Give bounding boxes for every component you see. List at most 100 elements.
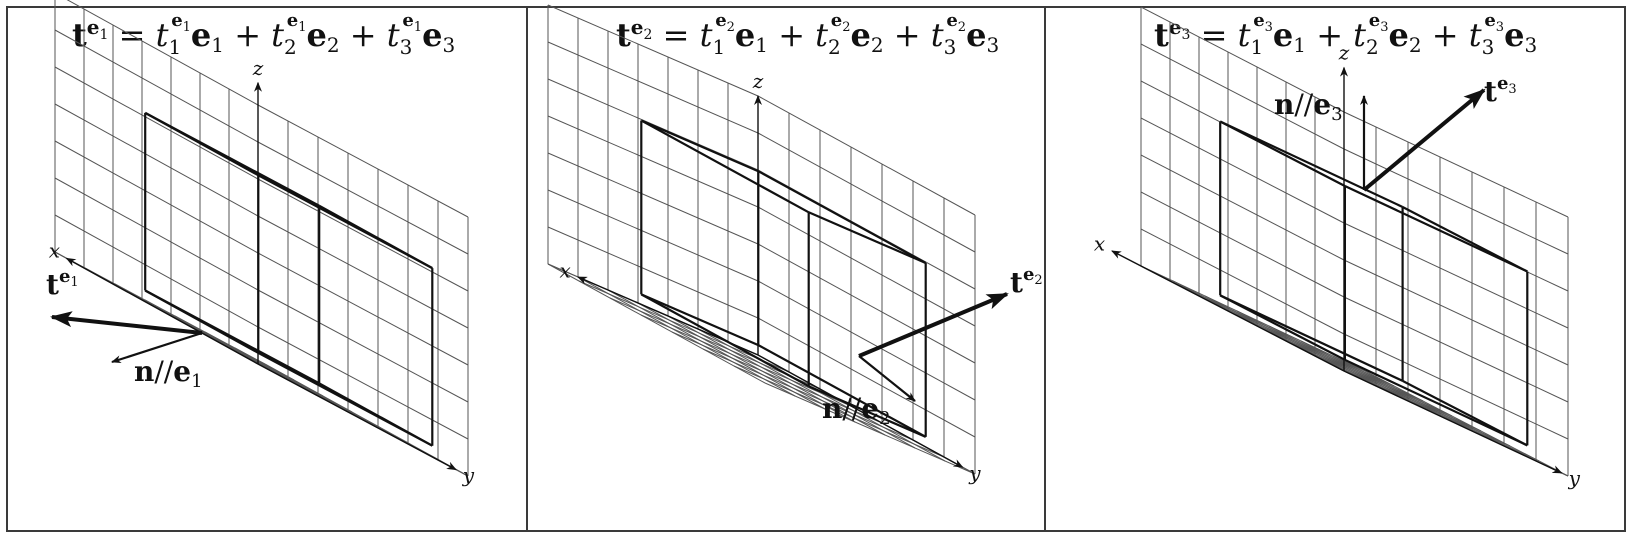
panel-e3-drawing: te3 = t1e3e1 + t2e3e2 + t3e3e3 x y z te3 n… bbox=[1094, 6, 1581, 490]
y-axis bbox=[757, 354, 964, 468]
x-axis-label: x bbox=[560, 258, 571, 282]
y-axis bbox=[1343, 370, 1563, 474]
normal-label-e2: n//e2 bbox=[822, 392, 891, 429]
wall-gridline bbox=[757, 243, 976, 364]
x-axis bbox=[65, 257, 259, 365]
cube-edge bbox=[757, 170, 927, 264]
cube-edge bbox=[1344, 358, 1528, 447]
grid-e3 bbox=[1140, 6, 1569, 477]
traction-arrow-e3 bbox=[1362, 88, 1486, 192]
wall-gridline bbox=[757, 132, 976, 253]
panel-e2-drawing: te2 = t1e2e1 + t2e2e2 + t3e2e3 x y z te2 n… bbox=[547, 4, 1043, 485]
cube-edge bbox=[808, 385, 927, 438]
z-axis-label: z bbox=[252, 56, 264, 80]
floor-gridline bbox=[1140, 265, 1366, 372]
formula-e2: te2 = t1e2e1 + t2e2e2 + t3e2e3 bbox=[616, 10, 999, 59]
wall-gridline bbox=[1343, 222, 1569, 329]
traction-label-e3: te3 bbox=[1484, 73, 1517, 108]
axes-e3: x y z bbox=[1094, 41, 1581, 490]
axes-e1: x y z bbox=[49, 56, 475, 487]
wall-gridline bbox=[547, 115, 759, 208]
cube-edge bbox=[1219, 294, 1404, 382]
wall-gridline bbox=[54, 214, 259, 328]
cube-edge bbox=[1219, 120, 1404, 208]
cube-edge bbox=[257, 351, 433, 447]
wall-gridline bbox=[1343, 333, 1569, 440]
floor-gridline bbox=[547, 263, 766, 384]
x-axis-label: x bbox=[49, 239, 60, 263]
floor-gridline bbox=[577, 276, 796, 397]
normal-arrow-e2 bbox=[858, 355, 916, 402]
floor-gridline bbox=[764, 382, 976, 475]
traction-label-e2: te2 bbox=[1010, 264, 1043, 299]
wall-gridline bbox=[547, 226, 759, 319]
wall-gridline bbox=[257, 141, 469, 255]
traction-label-e1: te1 bbox=[46, 266, 79, 301]
panel-e3 bbox=[1044, 6, 1626, 532]
floor-gridline bbox=[697, 328, 916, 449]
wall-gridline bbox=[757, 206, 976, 327]
floor-gridline bbox=[637, 302, 856, 423]
formula-e1: te1 = t1e1e1 + t2e1e2 + t3e1e3 bbox=[72, 10, 455, 59]
floor-gridline bbox=[702, 348, 914, 441]
normal-arrow-e1 bbox=[111, 331, 203, 364]
wall-gridline bbox=[54, 66, 259, 180]
z-axis-label: z bbox=[752, 69, 764, 93]
normal-label-e1: n//e1 bbox=[134, 355, 203, 392]
axes-e2: x y z bbox=[560, 69, 982, 485]
wall-gridline bbox=[257, 289, 469, 403]
y-axis-label: y bbox=[462, 463, 475, 487]
cube-e3 bbox=[1219, 120, 1529, 447]
y-axis-label: y bbox=[968, 461, 981, 485]
wall-gridline bbox=[757, 280, 976, 401]
z-axis-label: z bbox=[1338, 41, 1350, 65]
wall-gridline bbox=[54, 103, 259, 217]
formula-e3: te3 = t1e3e1 + t2e3e2 + t3e3e3 bbox=[1154, 10, 1537, 59]
cube-edge bbox=[757, 344, 927, 438]
floor-gridline bbox=[667, 315, 886, 436]
wall-gridline bbox=[547, 152, 759, 245]
wall-gridline bbox=[257, 326, 469, 440]
cube-edge bbox=[257, 174, 433, 270]
x-axis bbox=[1111, 250, 1345, 372]
wall-gridline bbox=[547, 4, 759, 97]
floor-gridline bbox=[1332, 355, 1537, 462]
cube-edge bbox=[640, 293, 759, 347]
wall-gridline bbox=[257, 178, 469, 292]
wall-gridline bbox=[547, 41, 759, 134]
wall-gridline bbox=[1140, 43, 1345, 150]
floor-gridline bbox=[671, 331, 883, 424]
cube-e1 bbox=[144, 111, 434, 447]
wall-gridline bbox=[66, 0, 259, 106]
cube-edge bbox=[640, 119, 810, 214]
x-axis-label: x bbox=[1094, 232, 1105, 256]
wall-gridline bbox=[54, 140, 259, 254]
traction-arrow-e2 bbox=[858, 292, 1009, 358]
wall-gridline bbox=[54, 29, 259, 143]
wall-gridline bbox=[54, 177, 259, 291]
y-axis-label: y bbox=[1568, 466, 1581, 490]
floor-gridline bbox=[607, 289, 826, 410]
cube-edge bbox=[144, 111, 320, 207]
floor-gridline bbox=[733, 365, 945, 458]
cube-edge bbox=[640, 119, 759, 173]
wall-gridline bbox=[1343, 148, 1569, 255]
y-axis bbox=[257, 363, 457, 471]
floor-gridline bbox=[1364, 370, 1569, 477]
wall-gridline bbox=[1343, 296, 1569, 403]
cube-edge bbox=[1344, 185, 1528, 273]
wall-gridline bbox=[547, 189, 759, 282]
traction-arrow-e1 bbox=[50, 311, 203, 335]
normal-label-e3: n//e3 bbox=[1274, 88, 1343, 125]
wall-gridline bbox=[257, 215, 469, 329]
wall-gridline bbox=[1140, 228, 1345, 335]
panel-e1-drawing: te1 = t1e1e1 + t2e1e2 + t3e1e3 x y z te1 n… bbox=[46, 0, 475, 487]
wall-gridline bbox=[1343, 259, 1569, 366]
wall-gridline bbox=[1140, 117, 1345, 224]
floor-gridline bbox=[640, 314, 852, 407]
cube-edge bbox=[808, 211, 927, 265]
wall-gridline bbox=[757, 95, 976, 216]
wall-gridline bbox=[1343, 111, 1569, 218]
